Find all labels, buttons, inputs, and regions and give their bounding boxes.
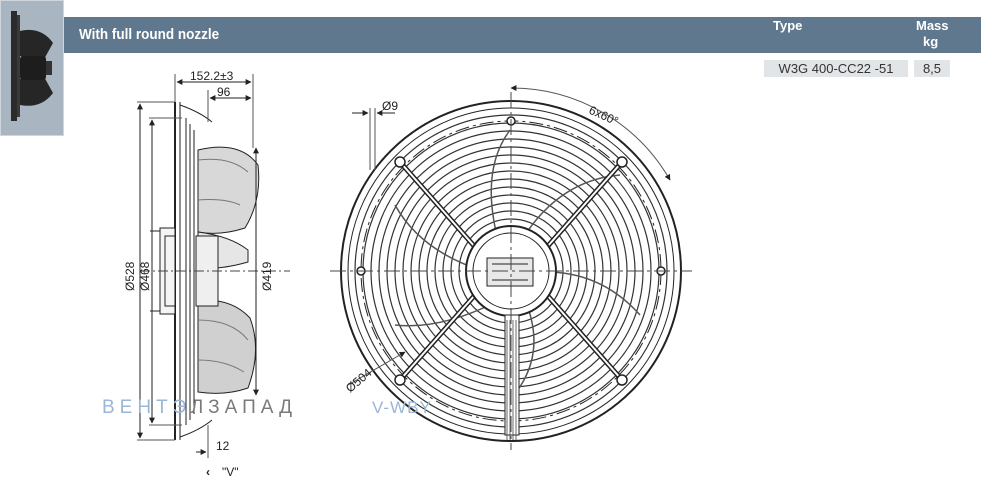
type-value-cell: W3G 400-CC22 -51 — [764, 60, 908, 77]
dim-diameter-419: Ø419 — [260, 261, 274, 291]
dim-hole-9: Ø9 — [382, 99, 398, 113]
type-column-header: Type — [773, 18, 803, 33]
dim-overall-depth-tolerance: ±3 — [220, 69, 234, 83]
view-arrow-icon: ‹ — [206, 465, 210, 479]
dim-holes-pattern: 6x60° — [587, 103, 621, 128]
dim-bolt-circle-504: Ø504 — [343, 365, 375, 395]
mass-column-header: Mass — [916, 18, 949, 33]
mass-value-cell: 8,5 — [914, 60, 950, 77]
view-label: "V" — [222, 465, 239, 479]
dim-diameter-528: Ø528 — [123, 261, 137, 291]
mass-unit-header: kg — [923, 34, 939, 49]
product-thumbnail — [0, 0, 64, 136]
section-title: With full round nozzle — [79, 26, 220, 43]
side-view — [137, 74, 290, 458]
dim-depth-12: 12 — [216, 439, 230, 453]
fan-side-thumbnail-icon — [11, 11, 53, 121]
watermark-text-2: V-WBY — [372, 398, 432, 417]
dim-depth-96: 96 — [217, 85, 231, 99]
watermark-text-1: ВЕНТЭЛЗАПАД — [102, 397, 297, 418]
header-bar: With full round nozzle Type Mass kg — [64, 17, 981, 53]
dim-diameter-468: Ø468 — [138, 261, 152, 291]
dim-overall-depth: 152.2 — [190, 69, 220, 83]
front-view — [330, 84, 692, 450]
